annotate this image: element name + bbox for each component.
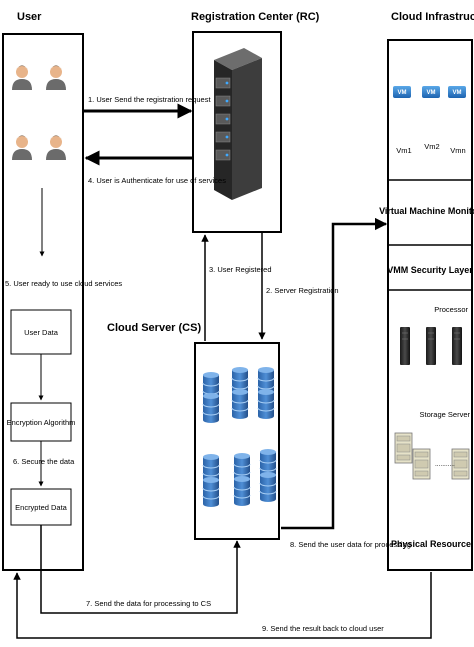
step-9-label: 9. Send the result back to cloud user xyxy=(262,624,384,633)
storage-cabinet-icon xyxy=(394,432,413,464)
step-4-label: 4. User is Authenticate for use of servi… xyxy=(88,176,226,185)
processor-label: Processor xyxy=(434,305,468,314)
vmm-label: Virtual Machine Monitor xyxy=(379,206,474,216)
step-2-label: 2. Server Registration xyxy=(266,286,339,295)
user-data-box xyxy=(10,309,72,355)
step-8-label: 8. Send the user data for processing xyxy=(290,540,411,549)
step-6-label: 6. Secure the data xyxy=(13,457,75,466)
vm-badge: VM xyxy=(453,90,462,96)
processor-tower-icon xyxy=(451,326,463,366)
step-5-label: 5. User ready to use cloud services xyxy=(5,279,122,288)
arrow-step-8 xyxy=(281,217,388,530)
processor-tower-icon xyxy=(399,326,411,366)
step-3-label: 3. User Registered xyxy=(209,265,272,274)
user-title: User xyxy=(17,11,42,23)
storage-cabinet-icon xyxy=(412,448,431,480)
storage-server-label: Storage Server xyxy=(420,410,471,419)
encryption-box xyxy=(10,402,72,442)
vm1-label: Vm1 xyxy=(396,146,411,155)
vmm-security-label: VMM Security Layer xyxy=(387,265,473,275)
encrypted-data-label: Encrypted Data xyxy=(15,503,68,512)
cloud-title: Cloud Infrastructure xyxy=(391,11,474,23)
vm-badge: VM xyxy=(398,90,407,96)
encryption-label: Encryption Algorithm xyxy=(7,418,76,427)
vm2-label: Vm2 xyxy=(424,142,439,151)
rc-title: Registration Center (RC) xyxy=(191,11,320,23)
user-data-label: User Data xyxy=(24,328,59,337)
step-1-label: 1. User Send the registration request xyxy=(88,95,211,104)
step-7-label: 7. Send the data for processing to CS xyxy=(86,599,211,608)
vm-badge: VM xyxy=(427,90,436,96)
server-rack-icon xyxy=(214,48,262,200)
cloud-infrastructure-panel xyxy=(387,39,473,571)
cs-title: Cloud Server (CS) xyxy=(107,322,201,334)
vmn-label: Vmn xyxy=(450,146,465,155)
storage-dots: ........... xyxy=(435,461,455,468)
physical-resource-label: Physical Resource xyxy=(391,539,471,549)
arrow-step-9 xyxy=(13,572,432,639)
processor-tower-icon xyxy=(425,326,437,366)
arrow-step-7 xyxy=(40,525,241,614)
user-panel xyxy=(2,33,84,571)
